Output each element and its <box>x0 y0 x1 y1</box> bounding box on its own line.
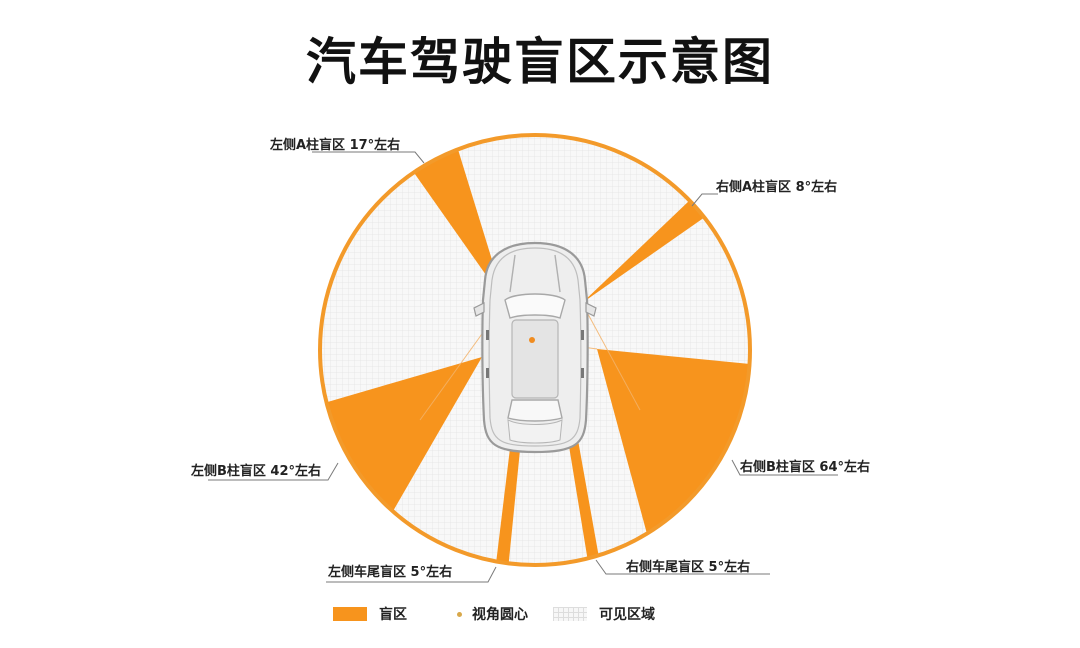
leader-lines <box>208 151 838 583</box>
view-center-dot <box>529 337 535 343</box>
page-title: 汽车驾驶盲区示意图 <box>306 33 774 91</box>
legend-blind-zone: 盲区 <box>333 602 407 626</box>
legend-blind-zone-label: 盲区 <box>379 607 407 623</box>
car-top-view <box>473 241 597 454</box>
visible-area-grid-icon <box>553 607 587 621</box>
blind-zone-swatch-icon <box>333 607 367 621</box>
blind-zone-left-b-pillar <box>320 357 482 525</box>
callout-right-b-pillar: 右侧B柱盲区 64°左右 <box>740 460 871 475</box>
callout-left-rear: 左侧车尾盲区 5°左右 <box>328 565 453 580</box>
callout-left-a-pillar: 左侧A柱盲区 17°左右 <box>270 138 401 153</box>
legend-visible-area: 可见区域 <box>553 602 655 626</box>
callout-right-rear: 右侧车尾盲区 5°左右 <box>626 560 751 575</box>
legend-view-center-label: 视角圆心 <box>472 607 528 623</box>
view-circle-border <box>318 133 752 567</box>
callout-right-a-pillar: 右侧A柱盲区 8°左右 <box>716 180 838 195</box>
blind-zone-right-a-pillar <box>582 200 705 303</box>
blind-zone-left-rear <box>494 440 521 565</box>
blind-zone-left-a-pillar <box>398 135 505 302</box>
legend-visible-area-label: 可见区域 <box>599 607 655 623</box>
legend-view-center: 视角圆心 <box>457 602 528 626</box>
callout-left-b-pillar: 左侧B柱盲区 42°左右 <box>191 464 322 479</box>
blind-zone-right-rear <box>568 440 603 565</box>
view-center-dot-icon <box>457 611 462 617</box>
